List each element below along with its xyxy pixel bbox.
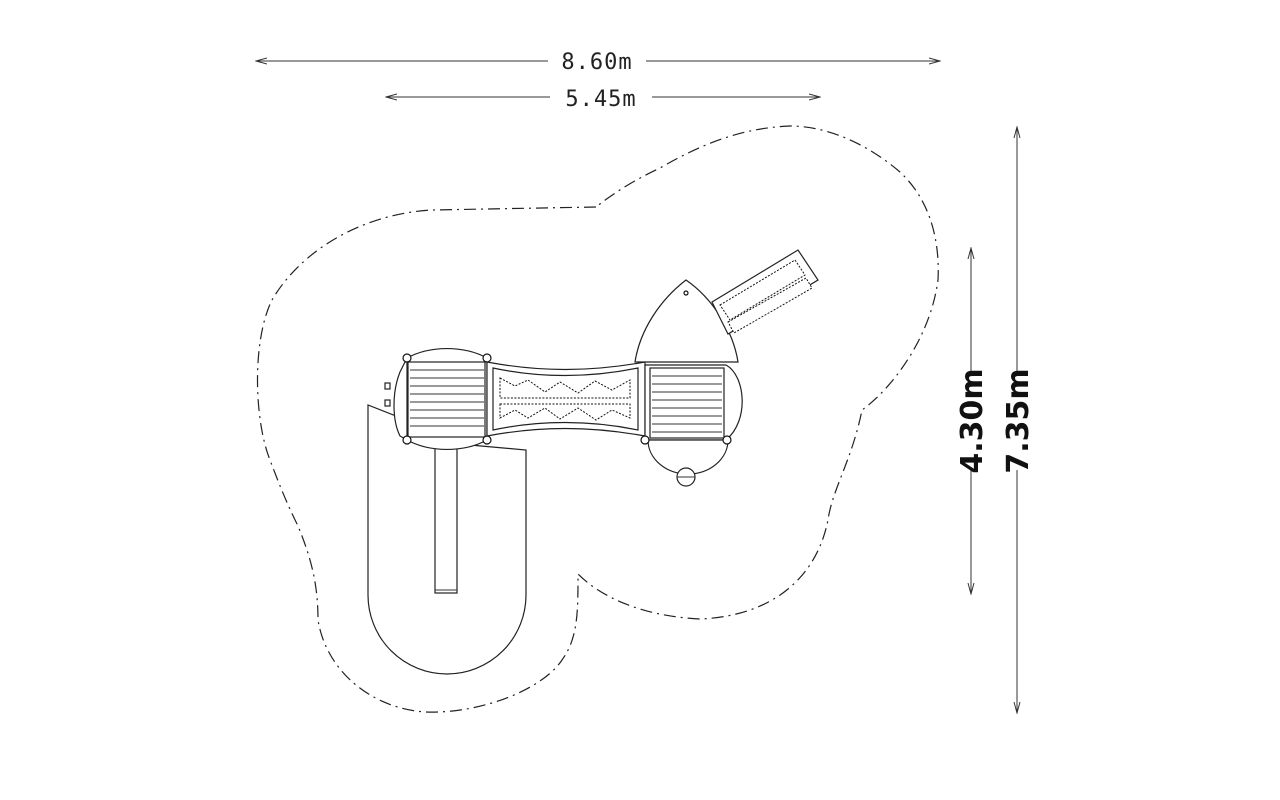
net-mesh-lower: [499, 403, 631, 421]
dimension-inner-depth: 4.30m: [955, 248, 990, 594]
post-marker: [402, 435, 412, 445]
net-bridge: [486, 361, 646, 437]
post-marker: [482, 353, 492, 363]
safety-zone-boundary: [256, 125, 939, 713]
dimension-overall-width: 8.60m: [256, 50, 940, 75]
dimension-label-inner-width: 5.45m: [565, 87, 636, 112]
net-mesh-upper: [499, 377, 631, 399]
left-platform-slats: [410, 369, 484, 427]
dimension-label-overall-depth: 7.35m: [1001, 368, 1036, 473]
post-marker: [402, 353, 412, 363]
roof-panel: [634, 279, 739, 363]
dimension-label-inner-depth: 4.30m: [955, 368, 990, 473]
climbing-net-ramp: [711, 249, 819, 335]
post-marker: [482, 435, 492, 445]
slide-bed: [434, 437, 458, 594]
dimension-inner-width: 5.45m: [386, 87, 820, 112]
dimension-label-overall-width: 8.60m: [561, 50, 632, 75]
right-platform-slats: [652, 375, 722, 433]
post-marker: [640, 435, 650, 445]
dimension-overall-depth: 7.35m: [1001, 127, 1036, 713]
left-platform: [384, 347, 492, 451]
right-platform: [640, 364, 743, 487]
post-marker: [722, 435, 732, 445]
roof-apex-marker: [683, 290, 689, 296]
